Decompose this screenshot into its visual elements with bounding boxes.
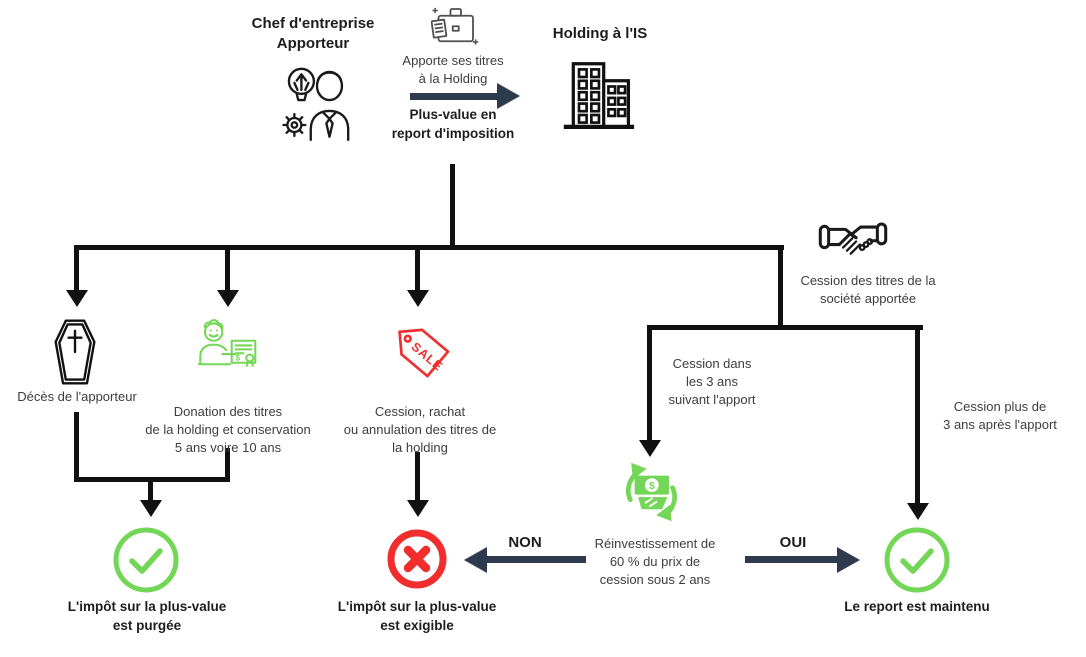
impot-exigible-label: L'impôt sur la plus-value est exigible <box>338 598 497 635</box>
reinvestment-money-icon: $ <box>620 460 682 524</box>
donation-label: Donation des titres de la holding et con… <box>145 403 311 457</box>
branch-cession-holding-line <box>415 248 420 290</box>
merge-arrowhead <box>140 500 162 517</box>
apport-arrow-head <box>497 83 520 109</box>
top-feed-line <box>450 164 455 248</box>
cession-societe-split-line <box>647 325 923 330</box>
impot-purgee-line2: est purgée <box>112 617 182 633</box>
main-branch-line <box>74 245 784 250</box>
donation-line3: 5 ans voire 10 ans <box>174 439 282 455</box>
donation-dollar-glyph: $ <box>236 354 241 363</box>
deces-stem-line <box>74 412 79 480</box>
plus-value-line1: Plus-value en <box>409 107 497 122</box>
non-arrow-shaft <box>486 556 586 563</box>
deces-label: Décès de l'apporteur <box>17 388 137 406</box>
reinvestment-line2: 60 % du prix de <box>609 553 701 569</box>
cession-plus-3ans-line1: Cession plus de <box>953 399 1047 414</box>
cession-3ans-line <box>647 328 652 440</box>
non-label: NON <box>508 533 541 553</box>
reinvestment-label: Réinvestissement de 60 % du prix de cess… <box>595 535 716 589</box>
cession-3ans-line2: les 3 ans <box>685 373 739 389</box>
branch-deces-line <box>74 248 79 290</box>
cession-holding-label: Cession, rachat ou annulation des titres… <box>344 403 497 457</box>
handshake-icon <box>818 214 888 266</box>
x-circle-exigible-icon <box>385 527 449 591</box>
impot-exigible-line2: est exigible <box>380 617 454 633</box>
oui-arrow-shaft <box>745 556 837 563</box>
money-dollar-glyph: $ <box>649 481 655 492</box>
cession-societe-line1: Cession des titres de la <box>800 273 936 288</box>
branch-cession-holding-arrowhead <box>407 290 429 307</box>
donation-line2: de la holding et conservation <box>145 421 311 437</box>
cession-plus-3ans-arrowhead <box>907 503 929 520</box>
cession-3ans-arrowhead <box>639 440 661 457</box>
report-maintenu-label: Le report est maintenu <box>844 598 990 617</box>
chef-entreprise-label: Chef d'entreprise Apporteur <box>252 14 375 54</box>
donation-stem-line <box>225 448 230 480</box>
donation-line1: Donation des titres <box>173 404 283 419</box>
impot-purgee-line1: L'impôt sur la plus-value <box>67 599 227 614</box>
report-maintenu-text: Le report est maintenu <box>844 599 990 614</box>
entrepreneur-icon <box>278 60 356 144</box>
branch-donation-arrowhead <box>217 290 239 307</box>
reinvestment-line3: cession sous 2 ans <box>599 571 711 587</box>
branch-deces-arrowhead <box>66 290 88 307</box>
impot-exigible-line1: L'impôt sur la plus-value <box>337 599 497 614</box>
cession-3ans-label: Cession dans les 3 ans suivant l'apport <box>668 355 755 409</box>
sale-tag-icon: SALE <box>388 316 452 382</box>
cession-holding-arrowhead2 <box>407 500 429 517</box>
oui-label: OUI <box>780 533 807 553</box>
coffin-icon <box>52 318 98 386</box>
cession-3ans-line1: Cession dans <box>672 356 752 371</box>
holding-buildings-icon <box>560 58 636 134</box>
cession-3ans-line3: suivant l'apport <box>668 391 756 407</box>
check-circle-maintenu-icon <box>882 525 952 595</box>
non-text: NON <box>508 534 542 551</box>
reinvestment-line1: Réinvestissement de <box>594 536 716 551</box>
cession-plus-3ans-line2: 3 ans après l'apport <box>943 416 1057 432</box>
oui-text: OUI <box>779 534 807 551</box>
donation-icon: $ <box>194 316 260 378</box>
cession-plus-3ans-line <box>915 328 920 503</box>
chef-line2: Apporteur <box>276 34 350 52</box>
cession-societe-label: Cession des titres de la société apporté… <box>800 272 935 308</box>
deces-text: Décès de l'apporteur <box>17 389 137 404</box>
chef-line1: Chef d'entreprise <box>251 15 375 32</box>
merge-stem-line <box>148 480 153 500</box>
cession-holding-stem-line <box>415 452 420 500</box>
branch-cession-societe-line <box>778 248 783 328</box>
briefcase-icon <box>431 6 479 48</box>
apporte-titres-label: Apporte ses titres à la Holding <box>402 52 503 88</box>
cession-societe-line2: société apportée <box>819 290 917 306</box>
cession-plus-3ans-label: Cession plus de 3 ans après l'apport <box>943 398 1057 434</box>
oui-arrow-head <box>837 547 860 573</box>
apporte-line2: à la Holding <box>418 70 488 86</box>
merge-line <box>74 477 230 482</box>
holding-is-label: Holding à l'IS <box>553 24 647 44</box>
check-circle-purge-icon <box>111 525 181 595</box>
impot-purgee-label: L'impôt sur la plus-value est purgée <box>68 598 227 635</box>
cession-holding-line1: Cession, rachat <box>374 404 466 419</box>
non-arrow-head <box>464 547 487 573</box>
apporte-line1: Apporte ses titres <box>402 53 504 68</box>
branch-donation-line <box>225 248 230 290</box>
cession-holding-line3: la holding <box>392 439 448 455</box>
plus-value-report-label: Plus-value en report d'imposition <box>392 106 514 143</box>
holding-is-text: Holding à l'IS <box>552 25 648 42</box>
plus-value-line2: report d'imposition <box>391 125 515 141</box>
cession-holding-line2: ou annulation des titres de <box>343 421 497 437</box>
apport-arrow-shaft <box>410 93 498 100</box>
